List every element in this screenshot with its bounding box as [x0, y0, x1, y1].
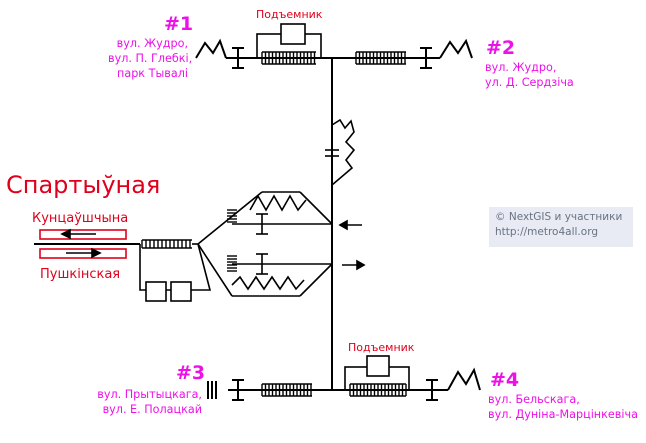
escalator-icon: [227, 209, 237, 272]
credits-copyright: © NextGIS и участники: [495, 211, 623, 223]
exit-2-group: [408, 38, 473, 69]
turnstile-icon: [426, 379, 438, 401]
exit-3-group: [207, 379, 244, 401]
hall-lower: [197, 243, 333, 297]
lift-icon: [256, 23, 322, 59]
platform-group: [34, 228, 140, 259]
platform-direction-kuntsaushchyna: Кунцаўшчына: [32, 211, 129, 226]
exit-3-address-line: вул. Е. Полацкай: [102, 403, 202, 416]
exit-4-number: #4: [490, 369, 520, 391]
exit-1-address-line: парк Тывалі: [117, 67, 188, 80]
exit-4-group: [426, 367, 481, 401]
exit-1-address-line: вул. П. Глебкі,: [108, 52, 193, 65]
platform-direction-pushkinskaya: Пушкінская: [40, 267, 121, 282]
turnstile-icon: [256, 213, 268, 275]
platform-link: [139, 243, 212, 302]
hall-upper: [197, 191, 333, 245]
exit-4-address-line: вул. Дуніна-Марцінкевіча: [488, 408, 638, 421]
exit-4-address-line: вул. Бельскага,: [488, 393, 580, 406]
lift-2-label: Подъемник: [348, 341, 415, 354]
direction-arrow-icon: [342, 259, 366, 271]
exit-1-address: вул. Жудро, вул. П. Глебкі, парк Тывалі: [108, 36, 193, 81]
turnstile-icon: [420, 47, 432, 69]
turnstile-icon: [232, 379, 244, 401]
stairs-icon: [195, 38, 227, 59]
turnstile-icon: [232, 47, 244, 69]
ramp-icon: [231, 275, 305, 291]
lift-1-label: Подъемник: [256, 8, 323, 21]
exit-2-address-line: вул. Жудро,: [485, 61, 557, 74]
credits-link[interactable]: http://metro4all.org: [495, 226, 598, 238]
credits-box: © NextGIS и участники http://metro4all.o…: [489, 207, 633, 247]
direction-arrow-icon: [60, 228, 96, 240]
exit-1-number: #1: [164, 13, 194, 35]
exit-3-address: вул. Прытыцкага, вул. Е. Полацкай: [96, 387, 202, 417]
exit-2-address-line: ул. Д. Сердзіча: [485, 76, 574, 89]
escalator-icon: [261, 383, 312, 397]
exit-1-group: [195, 38, 244, 69]
stairs-icon: [447, 367, 481, 391]
ramp-icon: [331, 118, 356, 186]
lift-icon: [344, 355, 410, 391]
station-name: Спартыўная: [6, 171, 161, 199]
lift-icon: [145, 281, 167, 302]
direction-arrow-icon: [338, 219, 362, 231]
direction-arrow-icon: [66, 247, 102, 259]
escalator-icon: [261, 51, 316, 65]
stairs-icon: [439, 38, 473, 59]
exit-2-address: вул. Жудро, ул. Д. Сердзіча: [485, 60, 574, 90]
exit-1-address-line: вул. Жудро,: [116, 37, 188, 50]
exit-3-number: #3: [176, 362, 206, 384]
exit-2-number: #2: [486, 37, 516, 59]
lift-icon: [170, 281, 192, 302]
escalator-icon: [349, 383, 407, 397]
stairs-icon: [207, 381, 217, 399]
ramp-icon: [249, 194, 307, 212]
escalator-icon: [355, 51, 406, 65]
exit-4-address: вул. Бельскага, вул. Дуніна-Марцінкевіча: [488, 392, 638, 422]
exit-3-address-line: вул. Прытыцкага,: [97, 388, 202, 401]
escalator-icon: [141, 239, 192, 249]
